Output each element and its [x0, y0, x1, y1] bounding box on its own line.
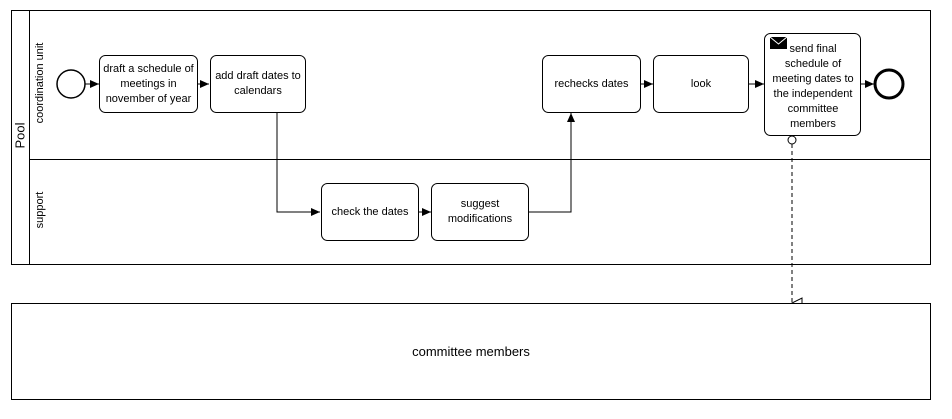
task-add-draft-dates[interactable]	[210, 55, 306, 113]
envelope-icon	[769, 36, 788, 49]
task-rechecks-dates[interactable]	[542, 55, 641, 113]
task-suggest-modifications[interactable]	[431, 183, 529, 241]
message-flow-source	[787, 135, 797, 145]
flow-suggest-to-rechecks	[529, 113, 575, 213]
pool-label: Pool	[12, 122, 28, 149]
task-look[interactable]	[653, 55, 749, 113]
flow-add-to-check	[276, 113, 320, 216]
lane-label-support: support	[34, 191, 46, 229]
end-event[interactable]	[873, 68, 905, 100]
committee-members-label: committee members	[412, 344, 530, 359]
committee-members-pool[interactable]	[11, 303, 931, 400]
task-send-final-schedule[interactable]	[764, 33, 861, 136]
task-check-dates[interactable]	[321, 183, 419, 241]
task-draft-schedule[interactable]	[99, 55, 198, 113]
start-event[interactable]	[56, 69, 86, 99]
lane-label-coordination-unit: coordination unit	[34, 42, 46, 124]
